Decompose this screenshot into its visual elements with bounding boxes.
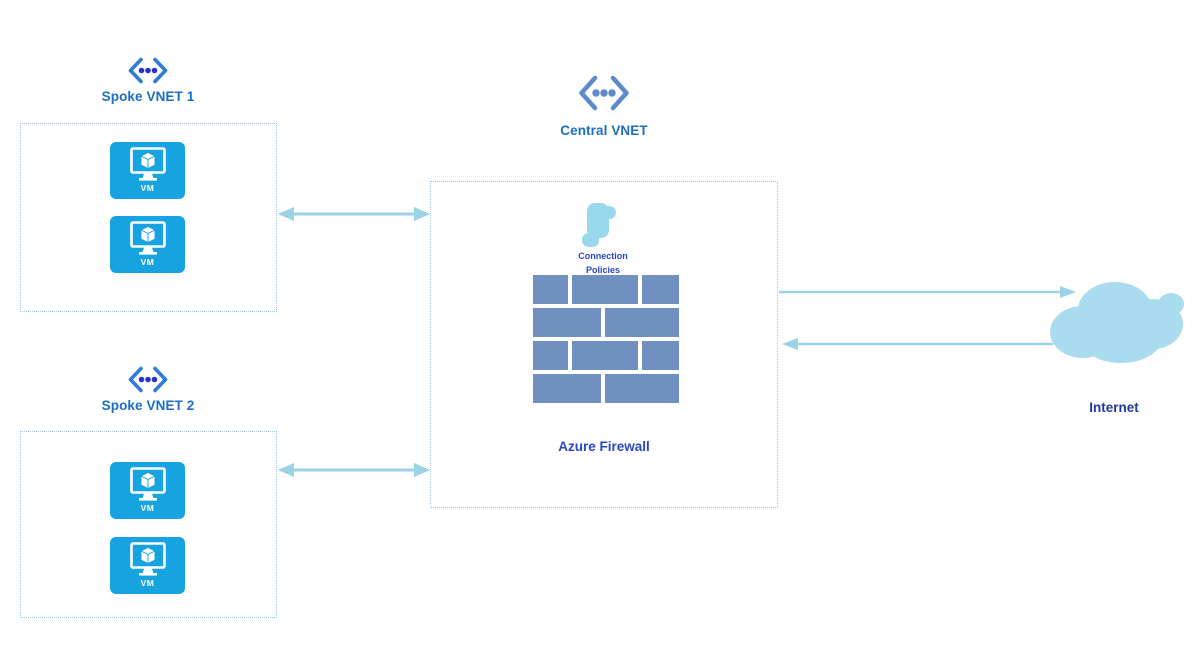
internet-cloud-icon <box>1050 282 1184 363</box>
vm-node: VM <box>110 142 185 199</box>
firewall-brick <box>605 374 679 403</box>
central-vnet-box <box>430 181 778 508</box>
vm-label: VM <box>140 183 155 193</box>
spoke-vnet-1-label: Spoke VNET 1 <box>101 89 195 104</box>
firewall-brick <box>572 341 638 370</box>
vm-node: VM <box>110 216 185 273</box>
vm-label: VM <box>140 503 155 513</box>
firewall-brick <box>533 308 601 337</box>
firewall-brick <box>642 275 679 304</box>
brick-row <box>533 374 679 403</box>
firewall-brick-wall <box>533 275 679 403</box>
internet-label: Internet <box>1089 400 1139 415</box>
vnet-icon <box>128 57 168 84</box>
vm-monitor-icon <box>129 467 166 501</box>
bidirectional-arrow <box>278 207 430 221</box>
firewall-brick <box>533 374 601 403</box>
brick-row <box>533 275 679 304</box>
spoke-vnet-1-box <box>20 123 277 312</box>
vm-label: VM <box>140 257 155 267</box>
vnet-icon <box>128 366 168 393</box>
firewall-brick <box>533 341 568 370</box>
vm-monitor-icon <box>129 542 166 576</box>
firewall-brick <box>533 275 568 304</box>
vm-node: VM <box>110 462 185 519</box>
connection-policies-label: Connection Policies <box>578 251 628 276</box>
policy-scroll-icon <box>582 203 616 247</box>
spoke-vnet-2-label: Spoke VNET 2 <box>101 398 195 413</box>
firewall-brick <box>605 308 679 337</box>
spoke-vnet-2-box <box>20 431 277 618</box>
central-vnet-label: Central VNET <box>560 123 648 138</box>
bidirectional-arrow <box>278 463 430 477</box>
arrow-from-internet <box>782 338 1053 350</box>
firewall-brick <box>572 275 638 304</box>
azure-firewall-label: Azure Firewall <box>558 439 650 454</box>
vm-node: VM <box>110 537 185 594</box>
arrow-to-internet <box>779 286 1076 298</box>
vm-monitor-icon <box>129 221 166 255</box>
vm-label: VM <box>140 578 155 588</box>
vm-monitor-icon <box>129 147 166 181</box>
brick-row <box>533 308 679 337</box>
firewall-brick <box>642 341 679 370</box>
vnet-icon <box>579 75 629 111</box>
brick-row <box>533 341 679 370</box>
